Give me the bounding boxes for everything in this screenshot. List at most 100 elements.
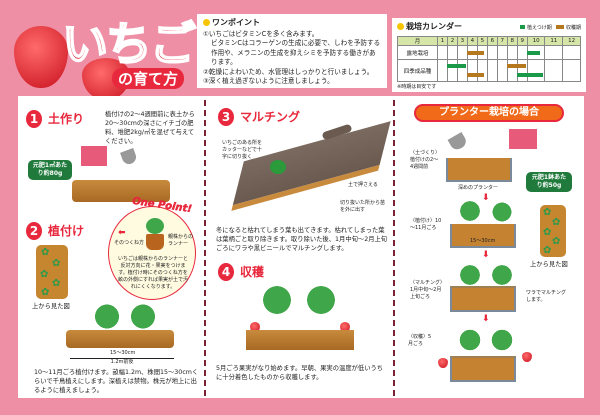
bed-illustration [66, 330, 174, 348]
strawberry-plant [92, 301, 122, 332]
runner-label: 親株からのランナー [168, 234, 194, 247]
mulch-label: 切り抜いた所から苗を外に出す [340, 200, 386, 213]
planter-illustration [446, 158, 512, 182]
planter-illustration [450, 356, 516, 382]
top-view-illustration: ✿✿✿✿✿ [540, 205, 566, 257]
month-header: 4 [466, 36, 478, 46]
bullet-icon [203, 19, 210, 26]
one-point-line: ビタミンCはコラーゲンの生成に必要で、しわを予防する作用や、メラニンの生成を抑え… [211, 39, 381, 66]
calendar-cell [486, 59, 498, 82]
planter-illustration [450, 224, 516, 248]
step-4-text: 5月ごろ果実がなり始めます。早朝、果実の温度が低いうちに十分着色したものから収穫… [216, 365, 384, 381]
planter-stage-label: 〈収穫〉5月ごろ [408, 334, 432, 347]
calendar-row-label: 四季成品種 [397, 59, 438, 82]
strawberry-plant [490, 262, 514, 288]
plant-icon [146, 218, 164, 234]
planter-heading: プランター栽培の場合 [414, 104, 564, 122]
fertilizer-bag-icon [80, 145, 108, 167]
mulch-label: 土で押さえる [348, 182, 378, 188]
one-point-box: ワンポイント ①いちごはビタミンCを多く含みます。 ビタミンCはコラーゲンの生成… [197, 14, 387, 88]
runner-direction-label: そのつくね方 [114, 240, 145, 246]
calendar-row-label: 露地栽培 [397, 45, 438, 60]
month-header: 10 [526, 36, 546, 46]
spacing-label: 15～30cm [470, 238, 496, 244]
calendar-cell [456, 45, 468, 60]
month-header: 2 [446, 36, 458, 46]
pot-icon [146, 234, 164, 250]
strawberry-plant [490, 200, 514, 224]
calendar-cell [562, 45, 581, 60]
calendar-cell [476, 59, 488, 82]
month-header: 6 [486, 36, 498, 46]
arrow-left-icon: ⬅ [118, 228, 126, 238]
one-point-line: ②乾燥によわいため、水管理はしっかりと行いましょう。 [203, 67, 374, 76]
calendar-cell [496, 45, 508, 60]
fertilizer-badge: 元肥1㎡あたり約80g [28, 160, 72, 180]
strawberry-fruit [438, 358, 448, 368]
strawberry-plant [458, 262, 482, 288]
month-header: 5 [476, 36, 488, 46]
calendar-cell [526, 59, 546, 82]
harvest-bar [467, 73, 485, 78]
planting-bar [517, 73, 544, 78]
strawberry-fruit [522, 352, 532, 362]
calendar-cell [562, 59, 581, 82]
calendar-cell [437, 45, 448, 60]
calendar-cell [466, 59, 478, 82]
month-header: 11 [544, 36, 564, 46]
fertilizer-bag-icon [508, 128, 538, 150]
strawberry-fruit [250, 322, 260, 333]
bullet-icon [397, 23, 404, 30]
calendar-cell [437, 59, 448, 82]
mulch-label: いちごのある所をカッターなどで十字に切り抜く [222, 140, 263, 160]
calendar-cell [506, 45, 518, 60]
harvest-bar [467, 50, 485, 55]
calendar-cell [446, 59, 458, 82]
strawberry-fruit [340, 322, 350, 333]
divider [393, 100, 395, 396]
mulch-note: ワラでマルチングします。 [526, 290, 567, 303]
calendar-cell [486, 45, 498, 60]
page-title: いちご [61, 16, 197, 72]
month-header: 12 [562, 36, 581, 46]
soil-illustration [246, 330, 354, 350]
arrow-down-icon: ⬇ [482, 314, 490, 324]
calendar-cell [506, 59, 518, 82]
month-header: 7 [496, 36, 508, 46]
divider [204, 100, 206, 396]
one-point-line: ①いちごはビタミンCを多く含みます。 [203, 29, 319, 38]
strawberry-illustration [14, 26, 68, 88]
calendar-cell [516, 59, 528, 82]
calendar-heading: 栽培カレンダー [406, 22, 462, 31]
strawberry-plant [262, 280, 292, 320]
planting-bar [527, 50, 540, 55]
step-1-text: 植付けの2～4週間前に表土から20～30cmの深さにイチゴの肥料、堆肥2kg/㎡… [105, 111, 195, 145]
width-label: 1.2m前後 [70, 358, 174, 366]
strawberry-plant [490, 326, 514, 354]
arrow-down-icon: ⬇ [482, 250, 490, 260]
strawberry-plant [458, 326, 482, 354]
calendar-cell [456, 59, 468, 82]
harvest-bar [507, 64, 527, 69]
spacing-label: 15～30cm [110, 350, 136, 356]
top-view-label: 上から見た図 [530, 261, 568, 268]
month-header: 9 [516, 36, 528, 46]
soil-illustration [72, 180, 170, 202]
strawberry-plant [128, 301, 158, 332]
calendar-legend: 植えつけ期 収穫期 [520, 24, 581, 31]
one-point-line: ③深く植え過ぎないように注意しましょう。 [203, 77, 334, 85]
calendar-note: ※時期は目安です [397, 84, 437, 90]
strawberry-plant [458, 198, 482, 224]
planter-label: 深めのプランター [458, 185, 499, 191]
page-subtitle: の育て方 [112, 68, 185, 89]
month-header: 8 [506, 36, 518, 46]
strawberry-plant [306, 280, 336, 320]
planter-stage-label: 〈植付け〉10～11月ごろ [410, 218, 442, 231]
step-2-text: 10～11月ごろ植付けます。畝幅1.2m、株間15～30cmくらいで千鳥植えにし… [34, 369, 199, 394]
month-header: 1 [437, 36, 448, 46]
top-view-illustration: ✿✿✿✿✿ [36, 245, 68, 299]
